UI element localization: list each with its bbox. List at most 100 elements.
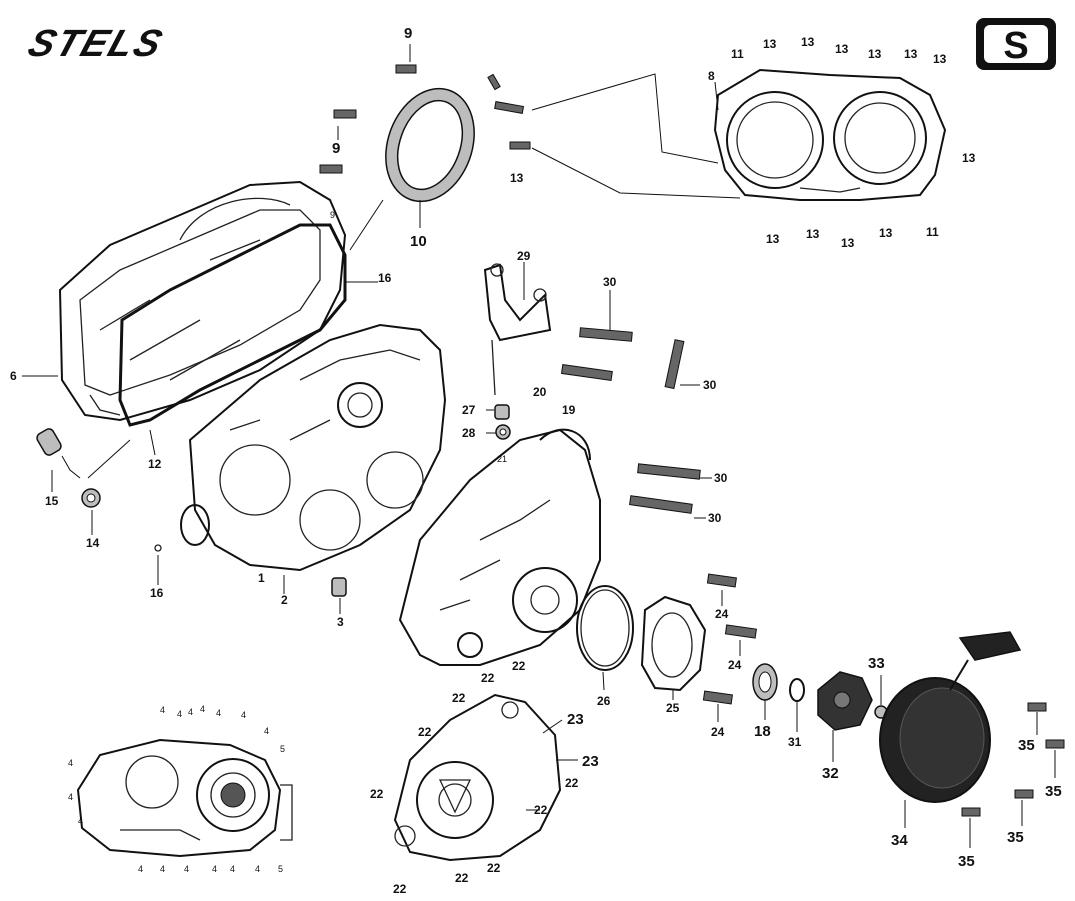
callout-4: 4	[68, 758, 73, 768]
gasket-25	[640, 595, 707, 692]
callout-15: 15	[45, 494, 59, 508]
callout-22: 22	[452, 691, 466, 705]
callout-8: 8	[708, 69, 715, 83]
callout-4: 4	[177, 709, 182, 719]
callout-34: 34	[891, 832, 908, 849]
callout-3: 3	[337, 615, 344, 629]
callout-24: 24	[711, 725, 725, 739]
oil-seal-icon	[81, 488, 101, 508]
bolts-24	[702, 573, 757, 705]
callout-35: 35	[1018, 737, 1035, 754]
callout-35: 35	[1045, 783, 1062, 800]
callout-30: 30	[603, 275, 617, 289]
callout-4: 4	[241, 710, 246, 720]
callout-22: 22	[393, 882, 407, 896]
callout-14: 14	[86, 536, 100, 550]
callout-20: 20	[533, 385, 547, 399]
callout-22: 22	[565, 776, 579, 790]
bolts-35	[961, 702, 1065, 817]
callout-28: 28	[462, 426, 476, 440]
small-parts-27-28	[494, 404, 511, 440]
callout-4: 4	[212, 864, 217, 874]
badge-letter: S	[1003, 25, 1028, 67]
callout-25: 25	[666, 701, 680, 715]
callout-22: 22	[487, 861, 501, 875]
callout-labels: 9 9 9 10 6 16 12 15 14 1 2 3 16 8 11 13 …	[10, 25, 1062, 896]
callout-4: 4	[78, 816, 83, 826]
callout-23: 23	[567, 711, 584, 728]
callout-1: 1	[258, 571, 265, 585]
stels-logo: STELS	[23, 23, 169, 65]
callout-13: 13	[763, 37, 777, 51]
callout-4: 4	[184, 864, 189, 874]
callout-22: 22	[512, 659, 526, 673]
callout-35: 35	[1007, 829, 1024, 846]
right-crankcase-half	[398, 428, 601, 666]
callout-4: 4	[216, 708, 221, 718]
callout-5: 5	[278, 864, 283, 874]
callout-6: 6	[10, 369, 17, 383]
callout-22: 22	[481, 671, 495, 685]
callout-13: 13	[868, 47, 882, 61]
callout-35: 35	[958, 853, 975, 870]
callout-10: 10	[410, 233, 427, 250]
callout-4: 4	[188, 707, 193, 717]
callout-2: 2	[281, 593, 288, 607]
callout-13: 13	[879, 226, 893, 240]
clutch-plate-icon	[385, 87, 475, 203]
bottom-center-cover	[393, 693, 562, 862]
callout-22: 22	[534, 803, 548, 817]
callout-16: 16	[150, 586, 164, 600]
callout-32: 32	[822, 765, 839, 782]
callout-13: 13	[766, 232, 780, 246]
callout-13: 13	[835, 42, 849, 56]
leader-lines	[22, 44, 1056, 848]
callout-4: 4	[160, 864, 165, 874]
callout-13: 13	[801, 35, 815, 49]
bracket-29	[483, 263, 552, 396]
gasket-icon	[576, 585, 634, 671]
dowel-pin-icon	[36, 428, 62, 456]
callout-21: 21	[497, 454, 507, 464]
long-bolts-30	[560, 327, 701, 514]
callout-23: 23	[582, 753, 599, 770]
callout-18: 18	[754, 723, 771, 740]
callout-26: 26	[597, 694, 611, 708]
pull-starter-icon	[879, 631, 1022, 803]
callout-22: 22	[370, 787, 384, 801]
callout-27: 27	[462, 403, 476, 417]
callout-5: 5	[280, 744, 285, 754]
callout-9: 9	[330, 210, 335, 220]
callout-9: 9	[404, 25, 412, 42]
callout-13: 13	[510, 171, 524, 185]
washer-31	[789, 678, 805, 702]
small-cap-3	[331, 577, 347, 597]
callout-33: 33	[868, 655, 885, 672]
callout-30: 30	[714, 471, 728, 485]
callout-30: 30	[703, 378, 717, 392]
callout-9: 9	[332, 140, 340, 157]
callout-31: 31	[788, 735, 802, 749]
callout-11: 11	[926, 225, 939, 239]
callout-13: 13	[962, 151, 976, 165]
bolt-icon	[319, 64, 417, 174]
callout-13: 13	[904, 47, 918, 61]
pulley-32	[817, 671, 873, 731]
left-cover-gasket	[118, 223, 347, 427]
callout-4: 4	[68, 792, 73, 802]
callout-22: 22	[455, 871, 469, 885]
callout-24: 24	[715, 607, 729, 621]
callout-29: 29	[517, 249, 531, 263]
right-clutch-cover	[713, 68, 947, 201]
left-crankcase-cover	[58, 180, 347, 422]
callout-13: 13	[841, 236, 855, 250]
bottom-left-cover	[76, 738, 293, 858]
callout-4: 4	[160, 705, 165, 715]
callout-11: 11	[731, 47, 744, 61]
callout-16: 16	[378, 271, 392, 285]
callout-12: 12	[148, 457, 162, 471]
callout-4: 4	[264, 726, 269, 736]
callout-22: 22	[418, 725, 432, 739]
left-crankcase-half	[180, 323, 447, 572]
